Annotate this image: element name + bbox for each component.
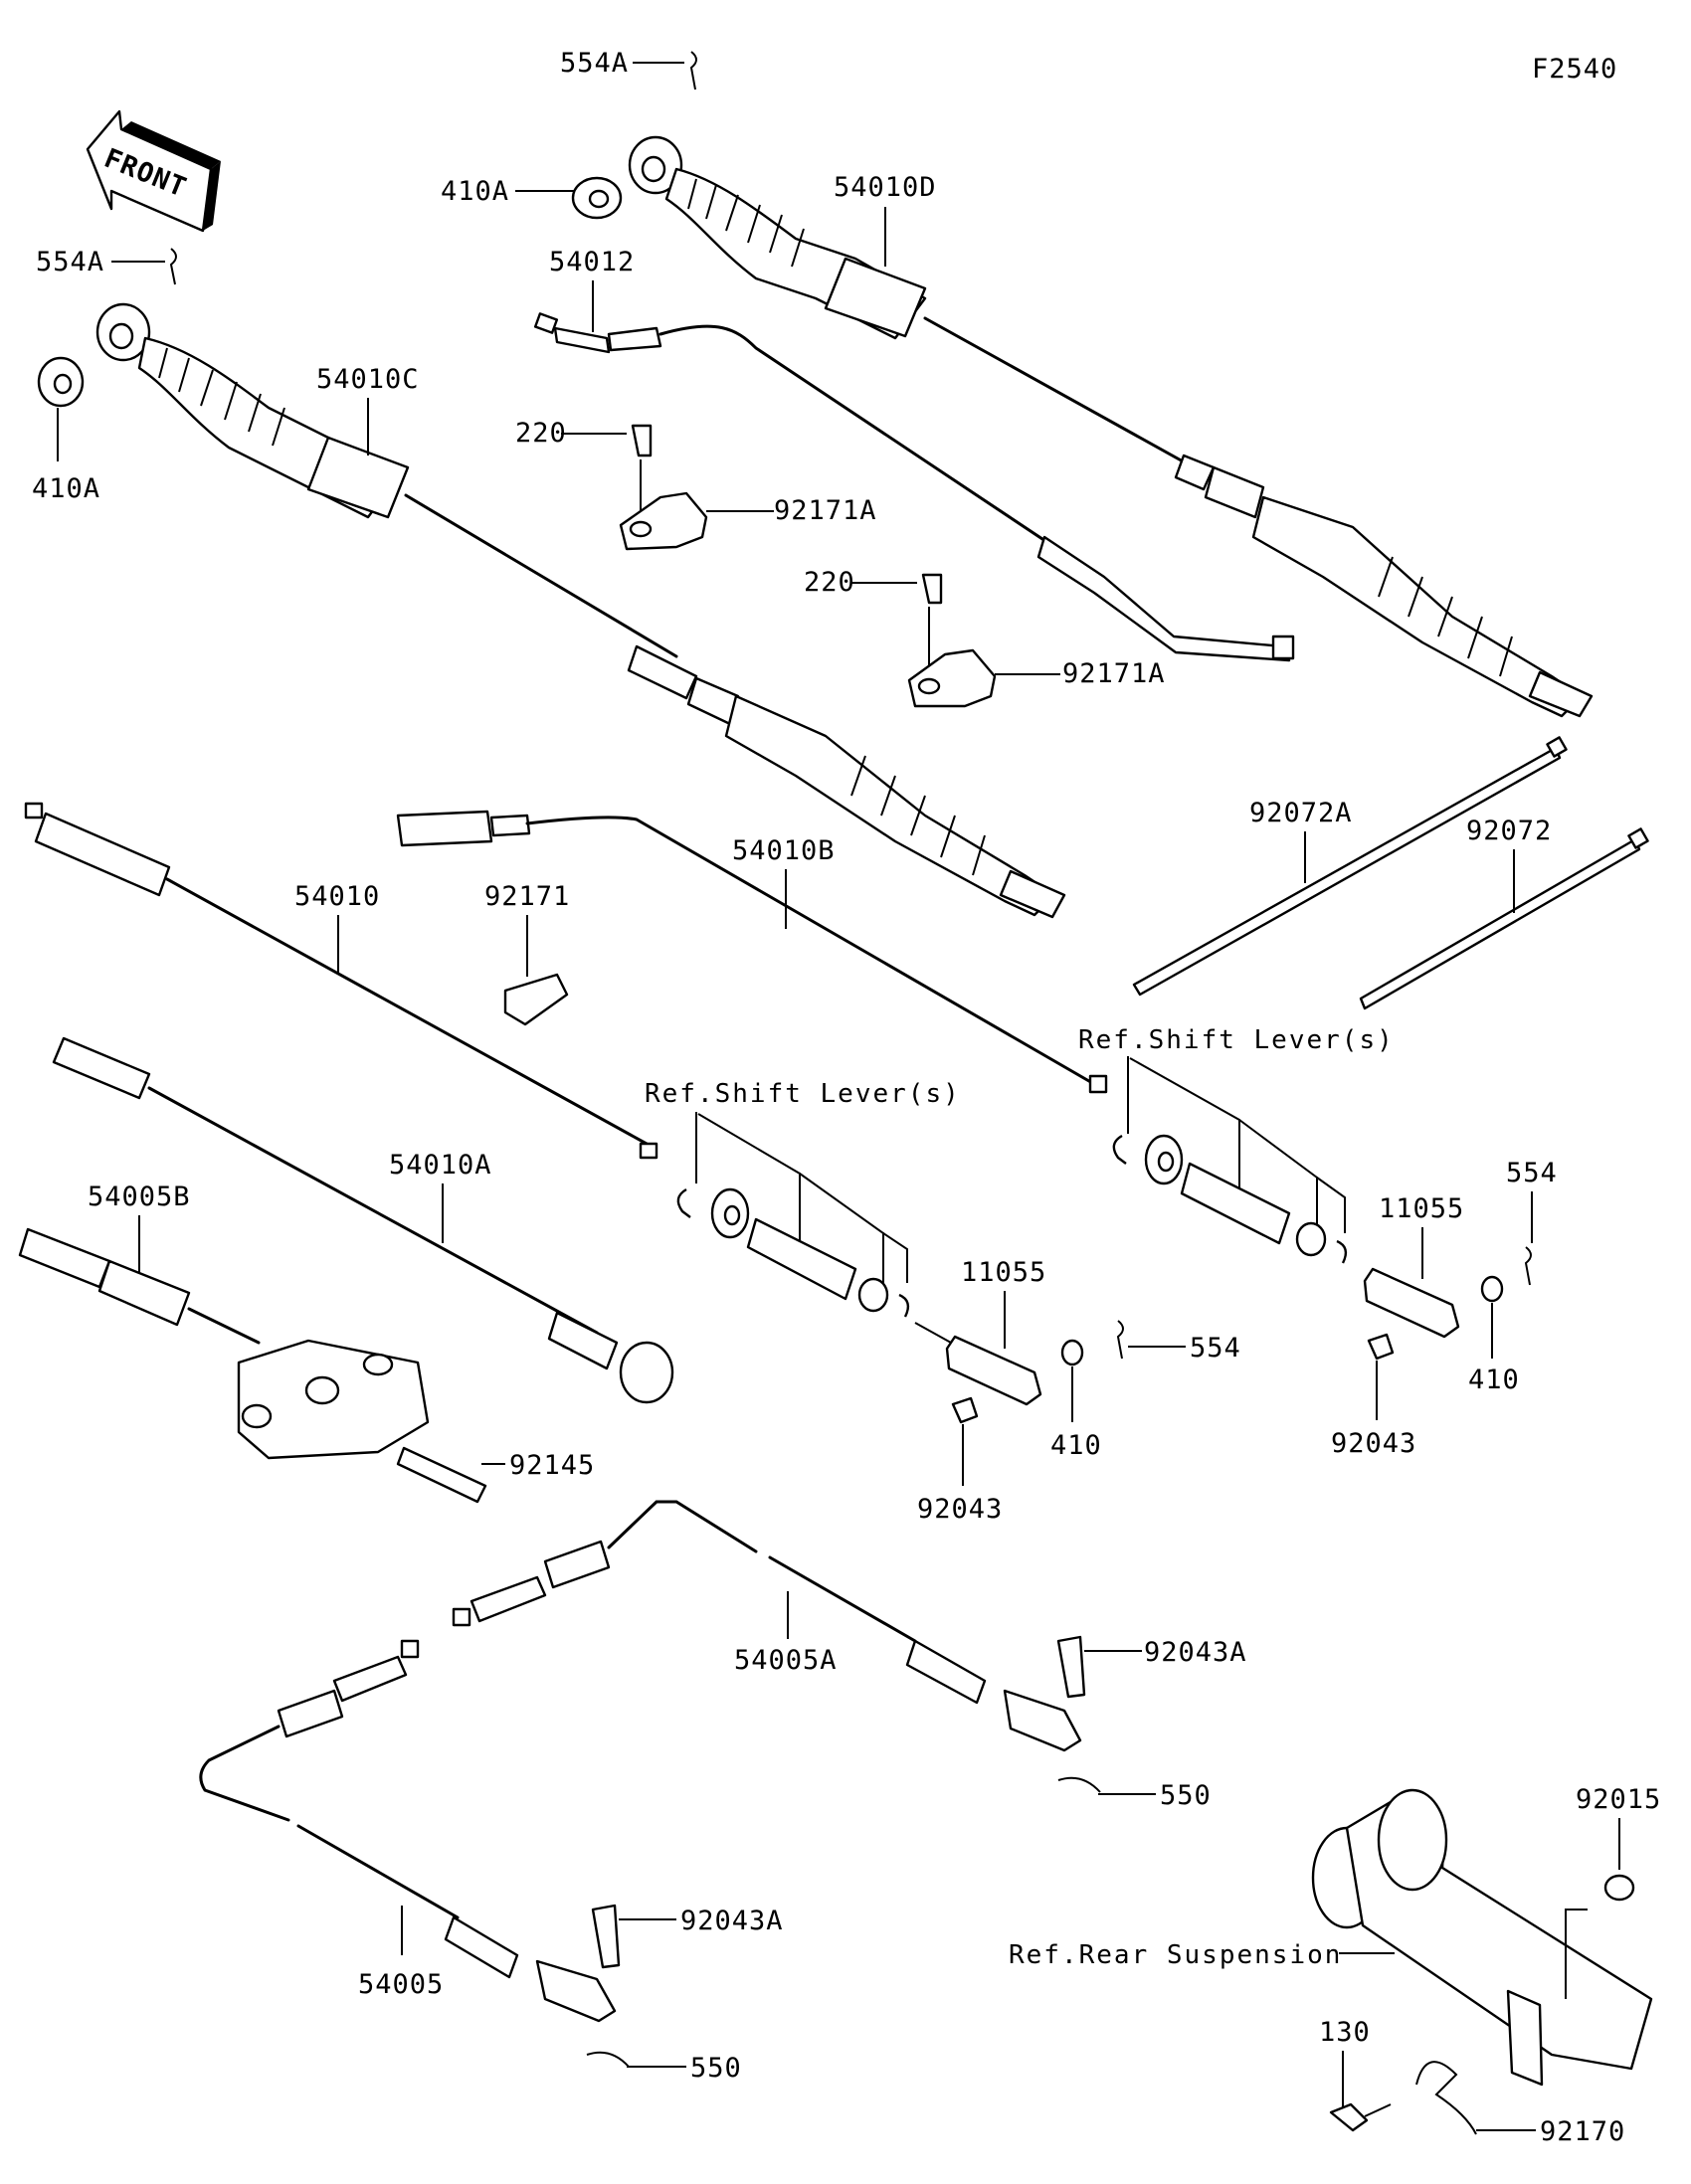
bracket-92171A-a: 220 92171A [515, 418, 877, 551]
cable-54010D: 54010D [628, 135, 1594, 718]
label-554A-left: 554A [36, 247, 177, 285]
svg-text:92043A: 92043A [1144, 1637, 1247, 1668]
svg-text:410: 410 [1050, 1430, 1102, 1461]
cotter-550-a: 550 [1057, 1776, 1212, 1811]
svg-text:11055: 11055 [1379, 1193, 1464, 1224]
svg-text:92072: 92072 [1466, 816, 1552, 846]
svg-text:Ref.Rear Suspension: Ref.Rear Suspension [1009, 1940, 1342, 1970]
svg-text:54005A: 54005A [734, 1645, 838, 1676]
svg-text:220: 220 [804, 567, 855, 598]
cable-54012: 54012 [533, 247, 1295, 662]
cable-54005B: 54005B [18, 1182, 430, 1460]
pin-92043-b: 92043 [1331, 1333, 1416, 1459]
pin-92043-a: 92043 [917, 1396, 1003, 1525]
bracket-92171A-b: 220 92171A [804, 567, 1166, 708]
label-554A-top: 554A [560, 48, 684, 79]
svg-text:92043: 92043 [917, 1494, 1003, 1525]
svg-text:11055: 11055 [961, 1257, 1046, 1288]
svg-text:92171: 92171 [484, 881, 570, 912]
svg-text:410A: 410A [441, 176, 509, 207]
svg-text:550: 550 [690, 2053, 742, 2084]
svg-text:92171A: 92171A [1062, 658, 1166, 689]
cable-tie-92072: 92072 [1359, 816, 1649, 1010]
svg-text:92145: 92145 [509, 1450, 595, 1481]
svg-text:54010B: 54010B [732, 835, 836, 866]
svg-text:554A: 554A [560, 48, 629, 79]
bracket-11055-b: 11055 [1363, 1193, 1464, 1339]
svg-text:54012: 54012 [549, 247, 635, 277]
svg-text:92043A: 92043A [680, 1906, 784, 1936]
label-54010D: 54010D [834, 172, 937, 203]
cotter-554-b: 554 [1116, 1320, 1241, 1364]
pin-92170: 92170 [1415, 2061, 1625, 2147]
svg-text:54010C: 54010C [316, 364, 420, 395]
washer-icon [571, 176, 623, 220]
svg-text:54010: 54010 [294, 881, 380, 912]
washer-410-a: 410 [1050, 1339, 1102, 1461]
svg-text:54010A: 54010A [389, 1150, 492, 1181]
svg-text:54005B: 54005B [88, 1182, 191, 1212]
bolt-130: 130 [1319, 2017, 1392, 2132]
spring-92145: 92145 [396, 1446, 595, 1504]
svg-text:Ref.Shift Lever(s): Ref.Shift Lever(s) [645, 1079, 961, 1109]
cable-54010C: 54010C [95, 302, 1066, 919]
label-410A-top: 410A [441, 176, 623, 220]
cotter-554-a: 554 [1506, 1158, 1558, 1286]
cable-tie-92072A: 92072A [1132, 736, 1568, 997]
pin-92043A-a: 92043A [1056, 1635, 1247, 1699]
bracket-11055-a: 11055 [914, 1257, 1046, 1406]
svg-text:92171A: 92171A [774, 495, 877, 526]
cable-54010B: 54010B [396, 810, 1108, 1094]
cable-54005: 54005 [199, 1639, 617, 2023]
svg-text:554: 554 [1190, 1333, 1241, 1364]
cotter-pin-icon [689, 51, 697, 91]
rear-suspension-reference: Ref.Rear Suspension [1009, 1788, 1653, 2087]
svg-text:92170: 92170 [1540, 2116, 1625, 2147]
svg-text:550: 550 [1160, 1780, 1212, 1811]
svg-text:92043: 92043 [1331, 1428, 1416, 1459]
svg-text:220: 220 [515, 418, 567, 449]
cable-54005A: 54005A [452, 1500, 1082, 1752]
cotter-550-b: 550 [586, 2051, 742, 2084]
washer-410-b: 410 [1468, 1275, 1520, 1395]
front-arrow-icon: FRONT [86, 109, 221, 233]
pin-92043A-b: 92043A [591, 1904, 784, 1969]
shift-lever-group-left: Ref.Shift Lever(s) [645, 1079, 961, 1318]
shift-lever-group-right: Ref.Shift Lever(s) [1078, 1025, 1395, 1264]
cable-54010A: 54010A [52, 1036, 674, 1404]
nut-92015: 92015 [1565, 1784, 1661, 1999]
svg-text:410: 410 [1468, 1365, 1520, 1395]
svg-text:92015: 92015 [1576, 1784, 1661, 1815]
diagram-code: F2540 [1532, 54, 1617, 85]
cable-54010: 54010 [24, 802, 658, 1160]
svg-text:130: 130 [1319, 2017, 1371, 2048]
svg-text:410A: 410A [32, 473, 100, 504]
svg-text:554A: 554A [36, 247, 104, 277]
svg-text:54005: 54005 [358, 1969, 444, 2000]
svg-text:Ref.Shift Lever(s): Ref.Shift Lever(s) [1078, 1025, 1395, 1055]
washer-410A-left: 410A [32, 356, 100, 504]
svg-text:554: 554 [1506, 1158, 1558, 1188]
clip-92171: 92171 [484, 881, 570, 1026]
svg-text:92072A: 92072A [1249, 798, 1353, 828]
